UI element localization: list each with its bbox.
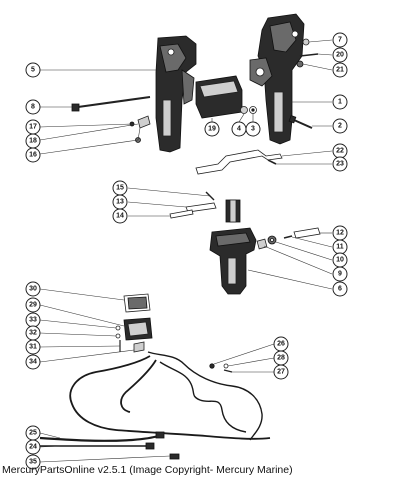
callout-label: 17 (29, 124, 37, 131)
callout-15: 15 (112, 180, 128, 196)
callout-20: 20 (332, 47, 348, 63)
strap-bracket (195, 149, 283, 175)
callout-34: 34 (25, 354, 41, 370)
callout-label: 18 (29, 138, 37, 145)
callout-label: 31 (29, 344, 37, 351)
small-hardware-left (129, 115, 151, 143)
callout-13: 13 (112, 194, 128, 210)
callout-30: 30 (25, 281, 41, 297)
callout-22: 22 (332, 143, 348, 159)
callout-label: 32 (29, 330, 37, 337)
callout-32: 32 (25, 325, 41, 341)
callout-label: 8 (31, 104, 35, 111)
callout-6: 6 (332, 281, 348, 297)
callout-8: 8 (25, 99, 41, 115)
nut-washer-pair (240, 106, 257, 114)
copyright-caption: MercuryPartsOnline v2.5.1 (Image Copyrig… (2, 464, 293, 476)
callout-label: 11 (336, 244, 344, 251)
callout-label: 5 (31, 67, 35, 74)
pivot-pin-set (169, 191, 217, 219)
callout-12: 12 (332, 225, 348, 241)
callout-label: 24 (29, 444, 37, 451)
callout-label: 7 (338, 37, 342, 44)
callout-label: 34 (29, 359, 37, 366)
callout-label: 6 (338, 286, 342, 293)
callout-35: 35 (25, 454, 41, 470)
callout-label: 12 (336, 230, 344, 237)
callout-16: 16 (25, 147, 41, 163)
callout-31: 31 (25, 339, 41, 355)
callout-label: 10 (336, 257, 344, 264)
callout-17: 17 (25, 119, 41, 135)
callout-label: 35 (29, 459, 37, 466)
callout-4: 4 (231, 121, 247, 137)
callout-28: 28 (273, 350, 289, 366)
callout-label: 3 (251, 126, 255, 133)
callout-18: 18 (25, 133, 41, 149)
callout-21: 21 (332, 62, 348, 78)
callout-label: 16 (29, 152, 37, 159)
callout-label: 21 (336, 67, 344, 74)
callout-label: 20 (336, 52, 344, 59)
callout-label: 22 (336, 148, 344, 155)
callout-label: 13 (116, 199, 124, 206)
callout-label: 29 (29, 302, 37, 309)
callout-label: 9 (338, 271, 342, 278)
callout-label: 25 (29, 430, 37, 437)
callout-7: 7 (332, 32, 348, 48)
callout-14: 14 (112, 208, 128, 224)
callout-1: 1 (332, 94, 348, 110)
left-transom-bracket (155, 35, 197, 153)
right-transom-bracket (249, 13, 305, 145)
callout-27: 27 (273, 364, 289, 380)
callout-29: 29 (25, 297, 41, 313)
callout-10: 10 (332, 252, 348, 268)
callout-label: 27 (277, 369, 285, 376)
callout-label: 26 (277, 341, 285, 348)
spacer-block (195, 75, 243, 119)
callout-2: 2 (332, 118, 348, 134)
callout-label: 2 (338, 123, 342, 130)
strap-screw (267, 159, 277, 165)
callout-label: 15 (116, 185, 124, 192)
tilt-cylinder (209, 199, 257, 295)
callout-24: 24 (25, 439, 41, 455)
callout-label: 28 (277, 355, 285, 362)
callout-label: 4 (237, 126, 241, 133)
callout-19: 19 (204, 121, 220, 137)
trim-cables (39, 351, 271, 460)
leader-lines (39, 39, 333, 463)
callout-label: 19 (208, 126, 216, 133)
callout-label: 1 (338, 99, 342, 106)
bracket-bolt (288, 114, 313, 129)
callout-33: 33 (25, 312, 41, 328)
switch-housing-parts (115, 293, 153, 353)
callout-3: 3 (245, 121, 261, 137)
tilt-bolt (71, 96, 151, 112)
callout-23: 23 (332, 156, 348, 172)
hardware-26-27-28 (209, 363, 233, 373)
callout-25: 25 (25, 425, 41, 441)
callout-9: 9 (332, 266, 348, 282)
callout-label: 23 (336, 161, 344, 168)
callout-label: 33 (29, 317, 37, 324)
callout-26: 26 (273, 336, 289, 352)
callout-5: 5 (25, 62, 41, 78)
callout-11: 11 (332, 239, 348, 255)
callout-label: 30 (29, 286, 37, 293)
callout-label: 14 (116, 213, 124, 220)
